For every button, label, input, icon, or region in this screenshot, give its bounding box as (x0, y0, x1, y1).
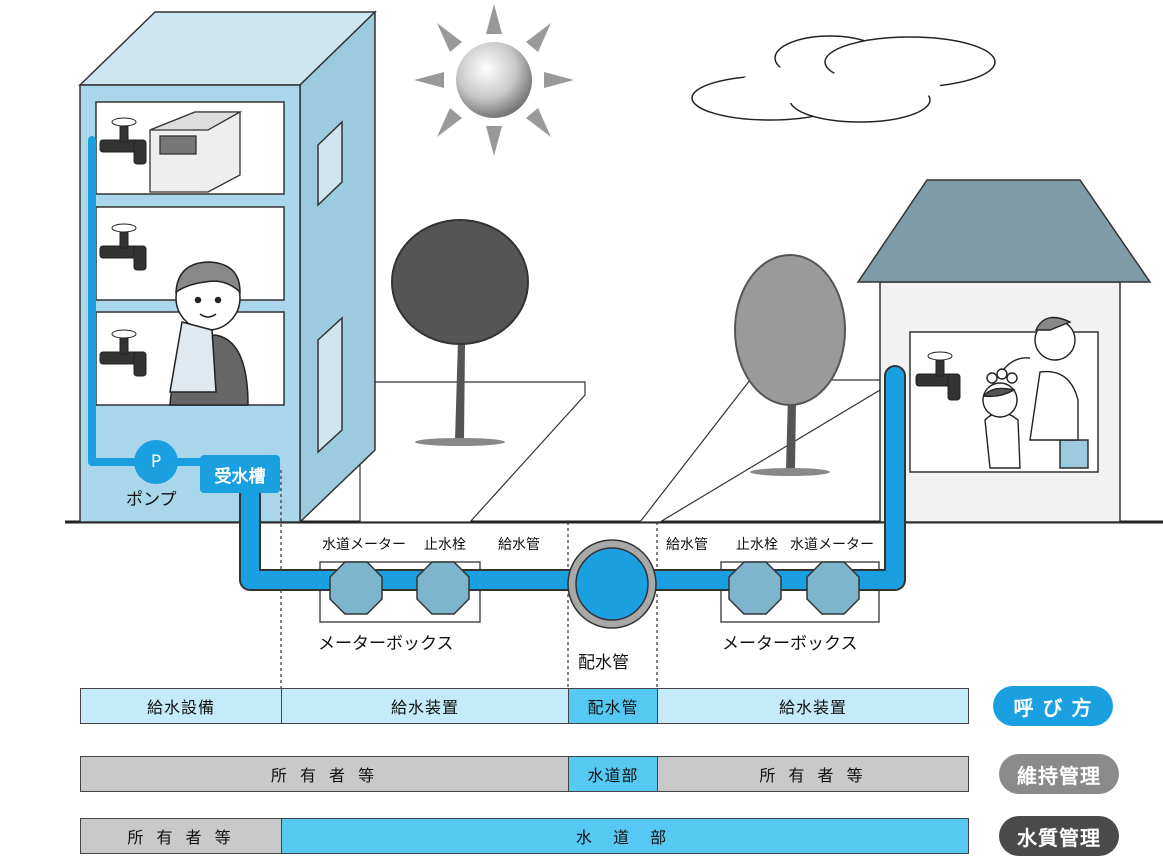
naming-badge: 呼 び 方 (993, 686, 1113, 726)
left-meter-box-label: メーターボックス (318, 634, 454, 654)
right-meter-box (720, 561, 880, 623)
quality-badge: 水質管理 (999, 816, 1119, 856)
faucet-icon (99, 117, 147, 377)
pump-letter: P (150, 452, 162, 472)
left-stopcock-label: 止水栓 (424, 537, 466, 553)
water-pipe (88, 136, 906, 591)
person-icon (169, 261, 249, 406)
naming-cell-supply-device-left: 給水装置 (281, 688, 569, 724)
naming-cell-supply-equipment: 給水設備 (80, 688, 282, 724)
pump-label: ポンプ (126, 490, 177, 510)
distribution-pipe-icon (567, 539, 657, 629)
maintenance-cell-owner-left: 所 有 者 等 (80, 756, 569, 792)
left-supply-pipe-label: 給水管 (498, 537, 540, 553)
quality-cell-waterworks: 水 道 部 (281, 818, 969, 854)
right-meter-box-label: メーターボックス (722, 634, 858, 654)
cloud-icon (691, 35, 996, 123)
tree-icon (391, 219, 529, 446)
left-meter-box (319, 561, 481, 623)
distribution-pipe-label: 配水管 (578, 653, 629, 673)
receiving-tank-label: 受水槽 (214, 466, 266, 487)
left-meter-label: 水道メーター (322, 537, 406, 553)
maintenance-cell-owner-right: 所 有 者 等 (657, 756, 969, 792)
family-bathing-icon (982, 316, 1089, 469)
faucet-icon (915, 351, 961, 401)
right-meter-label: 水道メーター (790, 537, 874, 553)
right-supply-pipe-label: 給水管 (666, 537, 708, 553)
maintenance-badge: 維持管理 (999, 754, 1119, 794)
tree-icon (734, 254, 846, 476)
sidewalk (359, 379, 881, 523)
washing-machine-icon (149, 111, 243, 193)
quality-cell-owner: 所 有 者 等 (80, 818, 282, 854)
house (856, 179, 1152, 523)
maintenance-cell-waterworks: 水道部 (568, 756, 658, 792)
receiving-tank-box: 受水槽 (200, 455, 280, 493)
right-stopcock-label: 止水栓 (736, 537, 778, 553)
pump-icon: P (134, 440, 178, 484)
meter-icon (329, 561, 860, 615)
sun-icon (414, 4, 574, 156)
naming-cell-distribution-pipe: 配水管 (568, 688, 658, 724)
naming-cell-supply-device-right: 給水装置 (657, 688, 969, 724)
